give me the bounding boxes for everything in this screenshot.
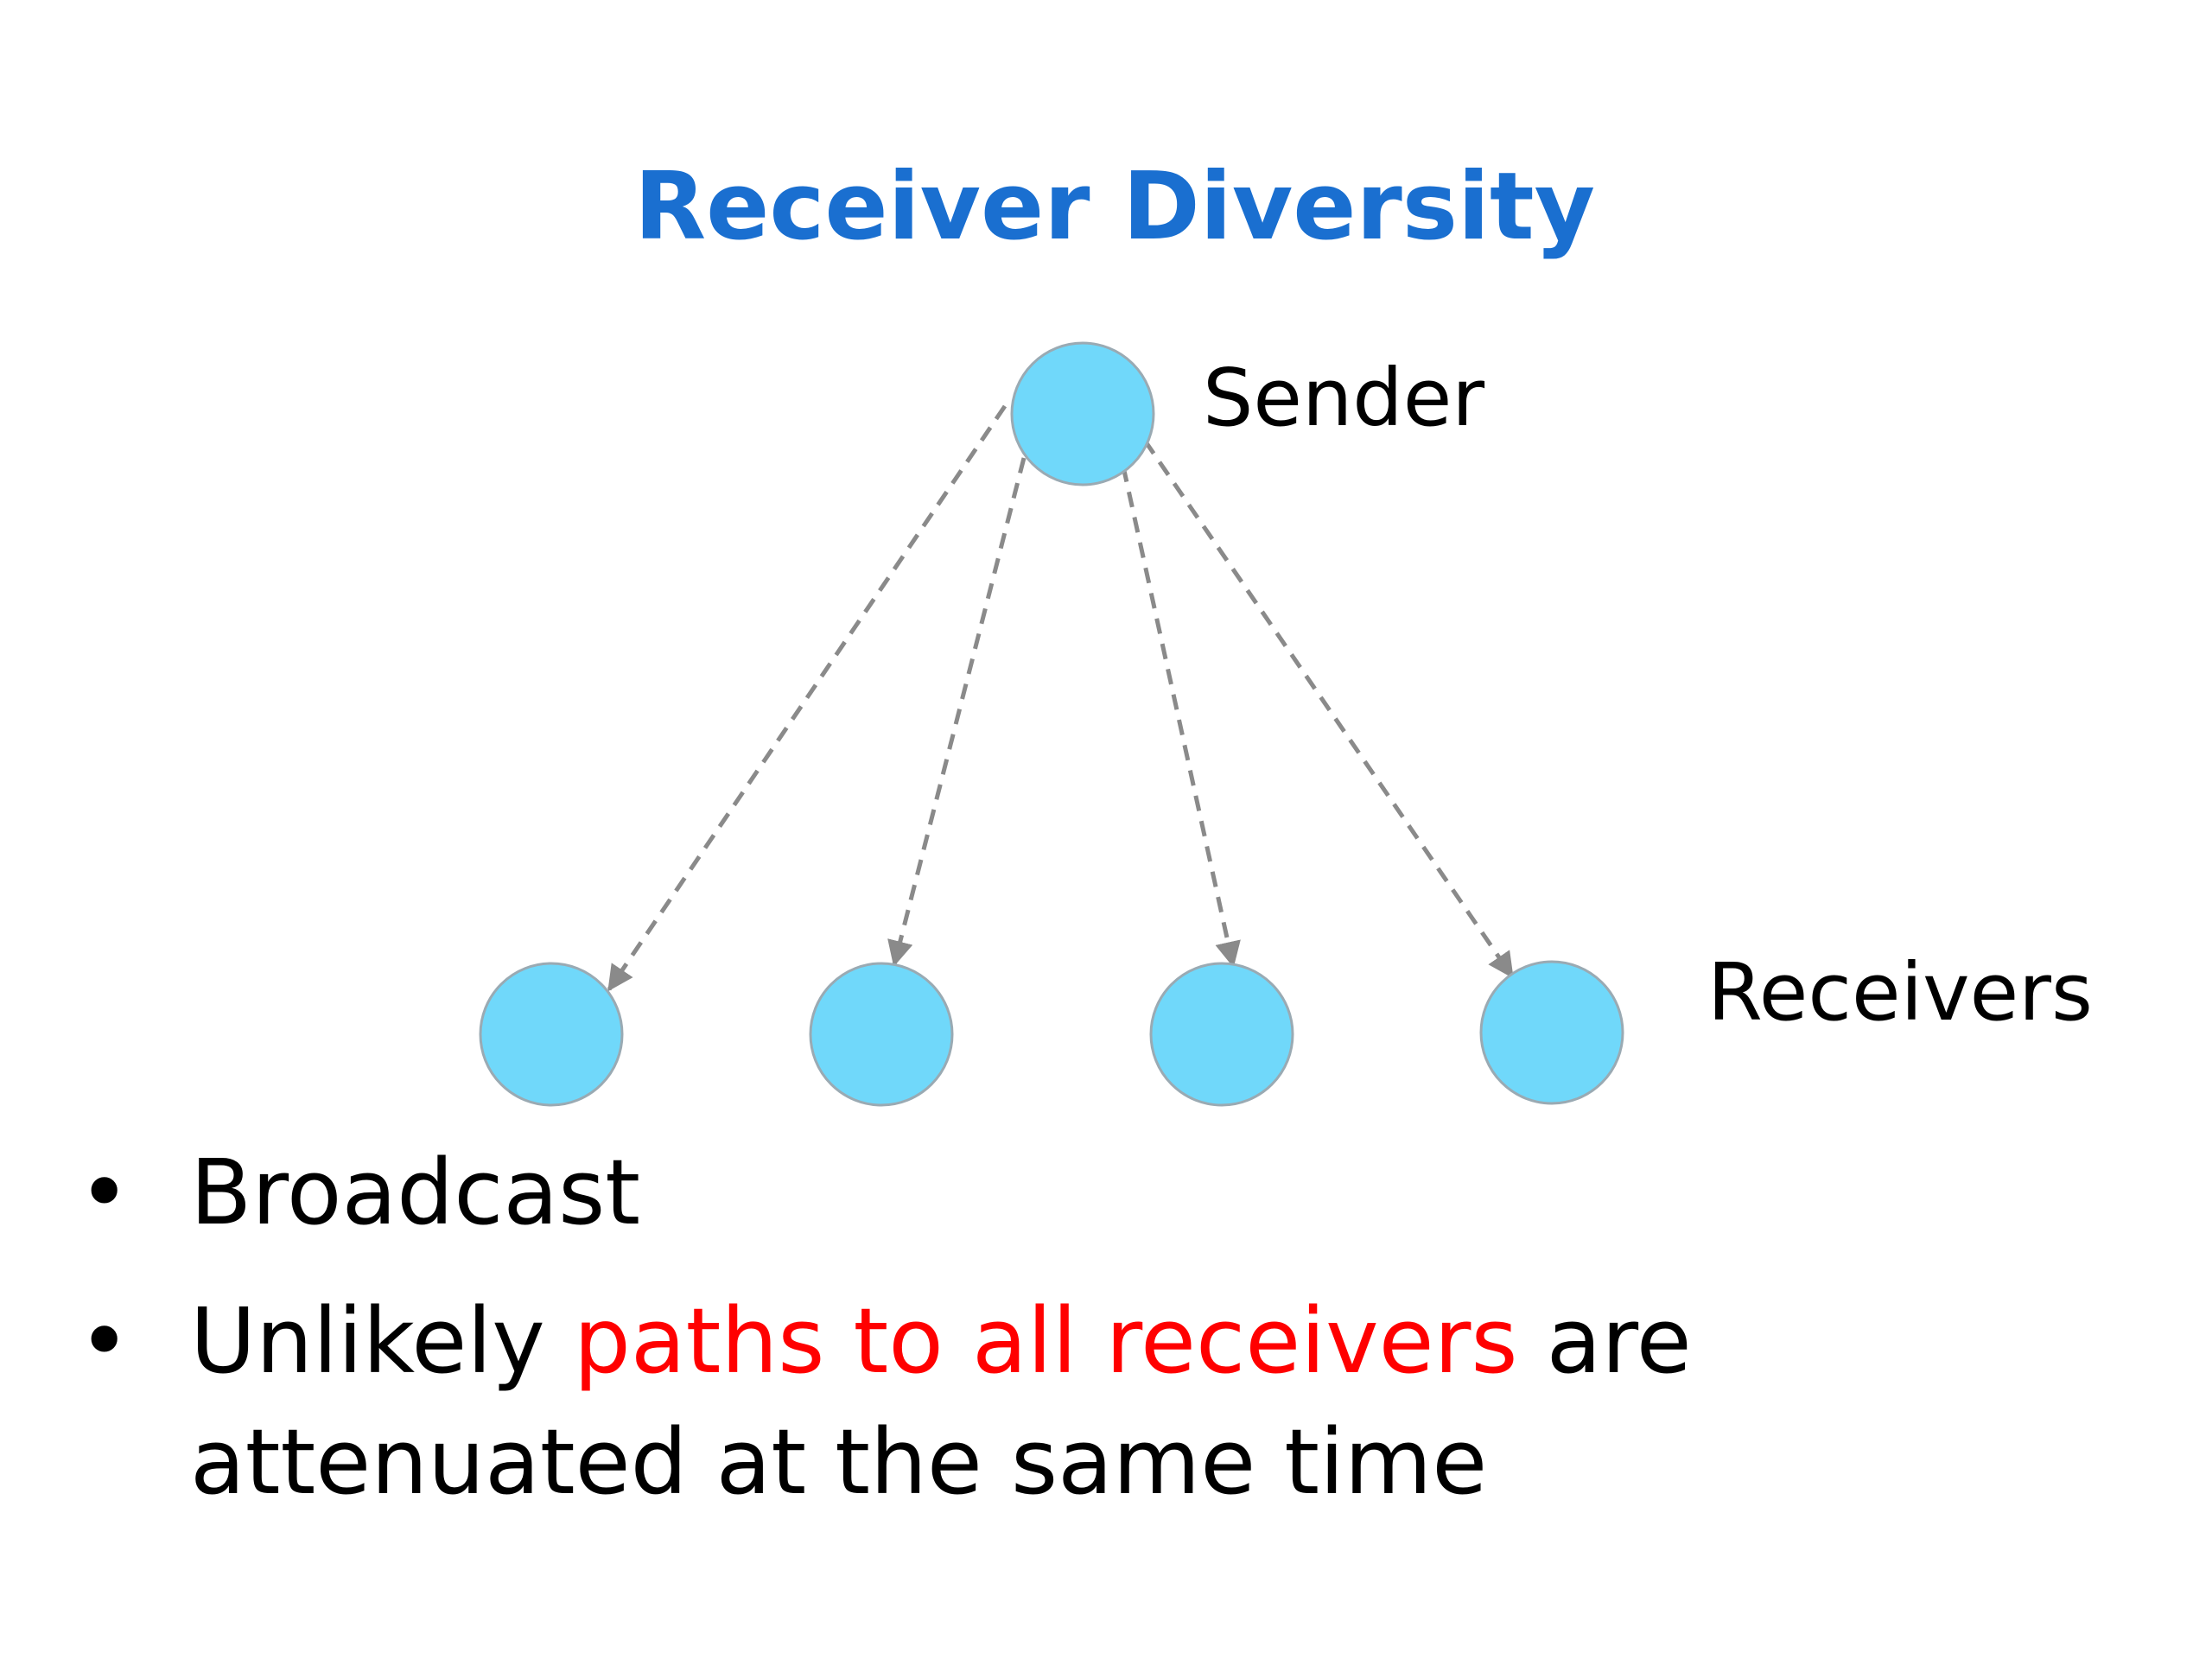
arrow-sender-to-receiver-3 <box>1121 466 1241 968</box>
receivers-label: Receivers <box>1707 946 2093 1039</box>
bullet-marker: • <box>78 1140 131 1245</box>
bullet-item: • Unlikely paths to all receivers are at… <box>69 1281 2203 1522</box>
bullet-list: • Broadcast • Unlikely paths to all rece… <box>69 1132 2203 1550</box>
slide-title: Receiver Diversity <box>633 153 1596 261</box>
sender-label: Sender <box>1203 352 1484 444</box>
bullet-text-start: Unlikely <box>190 1288 574 1394</box>
highlighted-text: paths to all receivers <box>573 1288 1518 1394</box>
bullet-text: Broadcast <box>190 1140 641 1245</box>
bullet-item: • Broadcast <box>69 1132 2203 1253</box>
receiver-node <box>1479 960 1624 1105</box>
sender-node <box>1010 341 1155 486</box>
receiver-node <box>1149 962 1294 1107</box>
receiver-node <box>809 962 954 1107</box>
bullet-marker: • <box>78 1288 131 1394</box>
bullet-text-end: are attenuated at the same time <box>190 1288 1692 1515</box>
arrow-sender-to-receiver-2 <box>887 457 1027 967</box>
receiver-node <box>479 962 624 1107</box>
arrow-sender-to-receiver-1 <box>607 404 1007 992</box>
arrow-sender-to-receiver-4 <box>1142 439 1515 979</box>
